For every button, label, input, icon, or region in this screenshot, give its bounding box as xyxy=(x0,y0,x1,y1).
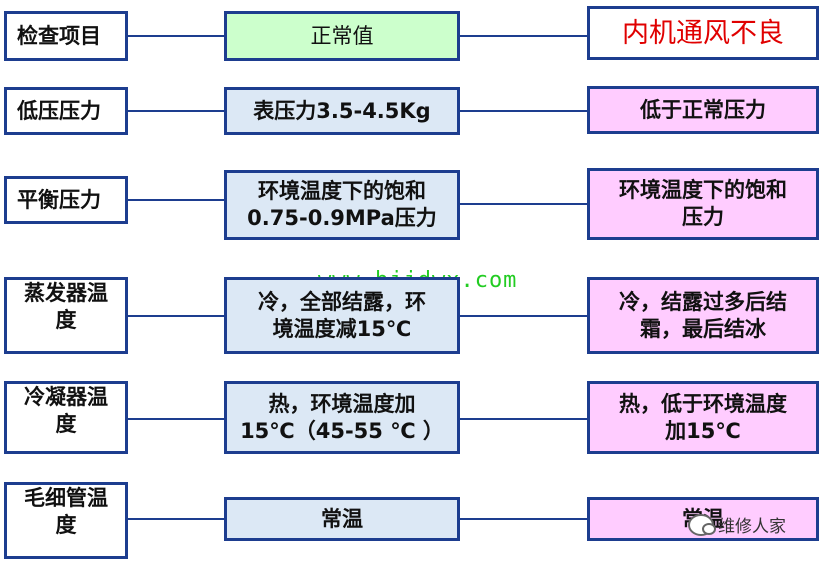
row-normal-text: 冷，全部结露，环 xyxy=(258,289,426,314)
row-item-label: 平衡压力 xyxy=(17,187,101,212)
row-item-cell: 冷凝器温 度 xyxy=(4,381,128,454)
row-normal-cell: 热，环境温度加 15℃（45-55 ℃ ） xyxy=(224,381,460,454)
connector-line xyxy=(460,418,587,420)
row-fault-cell: 低于正常压力 xyxy=(587,86,819,134)
row-normal-text: 常温 xyxy=(321,506,363,531)
connector-line xyxy=(128,110,224,112)
row-fault-cell: 环境温度下的饱和 压力 xyxy=(587,168,819,240)
connector-line xyxy=(460,518,587,520)
header-fault-label: 内机通风不良 xyxy=(622,17,784,49)
row-fault-cell: 冷，结露过多后结 霜，最后结冰 xyxy=(587,277,819,354)
row-item-label: 度 xyxy=(55,308,77,332)
header-item-cell: 检查项目 xyxy=(4,11,128,61)
connector-line xyxy=(128,199,224,201)
row-item-label: 度 xyxy=(55,412,77,436)
row-fault-text: 冷，结露过多后结 xyxy=(619,289,787,314)
row-item-cell: 毛细管温 度 xyxy=(4,482,128,559)
row-item-label: 低压压力 xyxy=(17,98,101,123)
row-item-cell: 低压压力 xyxy=(4,87,128,135)
connector-line xyxy=(460,315,587,317)
connector-line xyxy=(128,418,224,420)
header-fault-cell: 内机通风不良 xyxy=(587,6,819,60)
row-normal-text: 表压力3.5-4.5Kg xyxy=(253,98,431,123)
connector-line xyxy=(128,518,224,520)
row-normal-text: 境温度减15℃ xyxy=(272,316,412,341)
row-normal-cell: 冷，全部结露，环 境温度减15℃ xyxy=(224,277,460,354)
row-normal-cell: 表压力3.5-4.5Kg xyxy=(224,87,460,135)
logo-watermark: 维修人家 xyxy=(688,512,786,537)
row-item-label: 度 xyxy=(55,513,77,537)
row-normal-text: 15℃（45-55 ℃ ） xyxy=(240,418,444,443)
row-fault-text: 霜，最后结冰 xyxy=(640,316,766,341)
row-fault-text: 热，低于环境温度 xyxy=(619,391,787,416)
row-normal-text: 0.75-0.9MPa压力 xyxy=(247,206,437,230)
row-item-label: 毛细管温 xyxy=(24,486,108,510)
header-normal-label: 正常值 xyxy=(310,23,374,48)
row-item-cell: 蒸发器温 度 xyxy=(4,277,128,354)
connector-line xyxy=(128,35,224,37)
row-item-label: 冷凝器温 xyxy=(24,385,108,409)
header-normal-cell: 正常值 xyxy=(224,11,460,61)
row-normal-text: 环境温度下的饱和 xyxy=(258,179,426,203)
row-fault-text: 低于正常压力 xyxy=(640,97,766,122)
chat-bubble-icon xyxy=(688,513,716,536)
row-fault-text: 环境温度下的饱和 xyxy=(619,178,787,202)
row-normal-text: 热，环境温度加 xyxy=(268,391,416,416)
row-fault-text: 压力 xyxy=(682,205,724,229)
connector-line xyxy=(460,110,587,112)
connector-line xyxy=(460,203,587,205)
connector-line xyxy=(128,315,224,317)
logo-text: 维修人家 xyxy=(718,517,786,537)
row-fault-cell: 热，低于环境温度 加15℃ xyxy=(587,381,819,454)
row-item-cell: 平衡压力 xyxy=(4,176,128,224)
row-normal-cell: 常温 xyxy=(224,497,460,541)
row-normal-cell: 环境温度下的饱和 0.75-0.9MPa压力 xyxy=(224,170,460,240)
connector-line xyxy=(460,35,587,37)
row-item-label: 蒸发器温 xyxy=(24,281,108,305)
header-item-label: 检查项目 xyxy=(17,23,101,48)
row-fault-text: 加15℃ xyxy=(665,418,741,443)
